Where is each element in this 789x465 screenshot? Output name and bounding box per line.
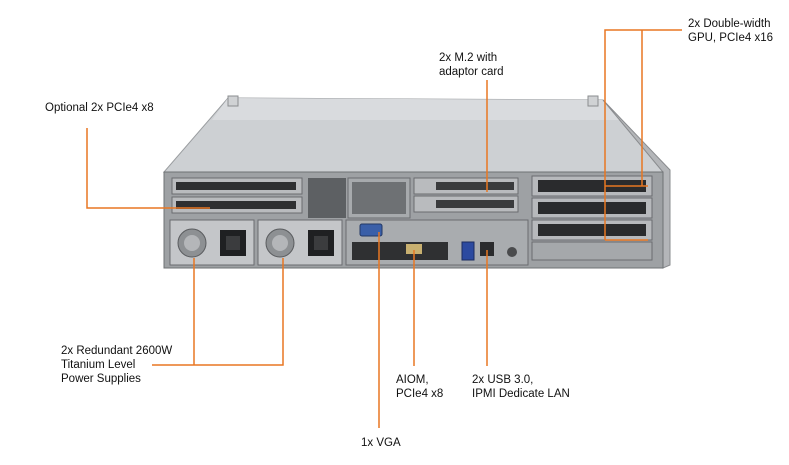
gpu-callout: 2x Double-width GPU, PCIe4 x16 — [688, 17, 773, 45]
rear-io-panel — [345, 219, 529, 266]
usb-callout-line1: 2x USB 3.0, — [472, 374, 534, 386]
gpu-leader-line — [604, 29, 682, 240]
aiom-slot — [352, 242, 448, 260]
usb-callout: 2x USB 3.0, IPMI Dedicate LAN — [472, 373, 570, 401]
psu-callout-line3: Power Supplies — [61, 373, 141, 385]
aiom-callout-line1: AIOM, — [396, 374, 429, 386]
gpu-callout-line2: GPU, PCIe4 x16 — [688, 32, 774, 44]
pcie-opt-callout-line1: Optional 2x PCIe4 x8 — [45, 102, 154, 114]
psu-callout-line2: Titanium Level — [61, 359, 136, 371]
pcie-opt-leader-line — [86, 128, 210, 209]
optional-pcie-slots — [171, 177, 303, 214]
leader-lines — [86, 29, 682, 428]
ipmi-lan-port — [480, 242, 494, 256]
power-supply-2 — [257, 219, 343, 266]
aiom-callout-line2: PCIe4 x8 — [396, 388, 444, 400]
vga-callout: 1x VGA — [361, 436, 401, 450]
m2-callout-line1: 2x M.2 with — [439, 52, 498, 64]
psu-leader-line — [152, 258, 284, 366]
psu-callout-line1: 2x Redundant 2600W — [61, 345, 173, 357]
power-supply-1 — [169, 219, 255, 266]
m2-callout-line2: adaptor card — [439, 66, 504, 78]
vent-grille — [308, 177, 411, 219]
gpu-slots — [531, 175, 653, 261]
m2-callout: 2x M.2 with adaptor card — [439, 51, 504, 79]
gpu-callout-line1: 2x Double-width — [688, 18, 771, 30]
vga-port — [359, 223, 383, 237]
usb-ports — [461, 241, 475, 261]
aiom-callout: AIOM, PCIe4 x8 — [396, 373, 443, 401]
usb-callout-line2: IPMI Dedicate LAN — [472, 388, 570, 400]
m2-adaptor-slots — [413, 177, 519, 213]
vga-callout-line1: 1x VGA — [361, 437, 401, 449]
psu-callout: 2x Redundant 2600W Titanium Level Power … — [61, 344, 172, 386]
pcie-opt-callout: Optional 2x PCIe4 x8 — [45, 101, 154, 115]
